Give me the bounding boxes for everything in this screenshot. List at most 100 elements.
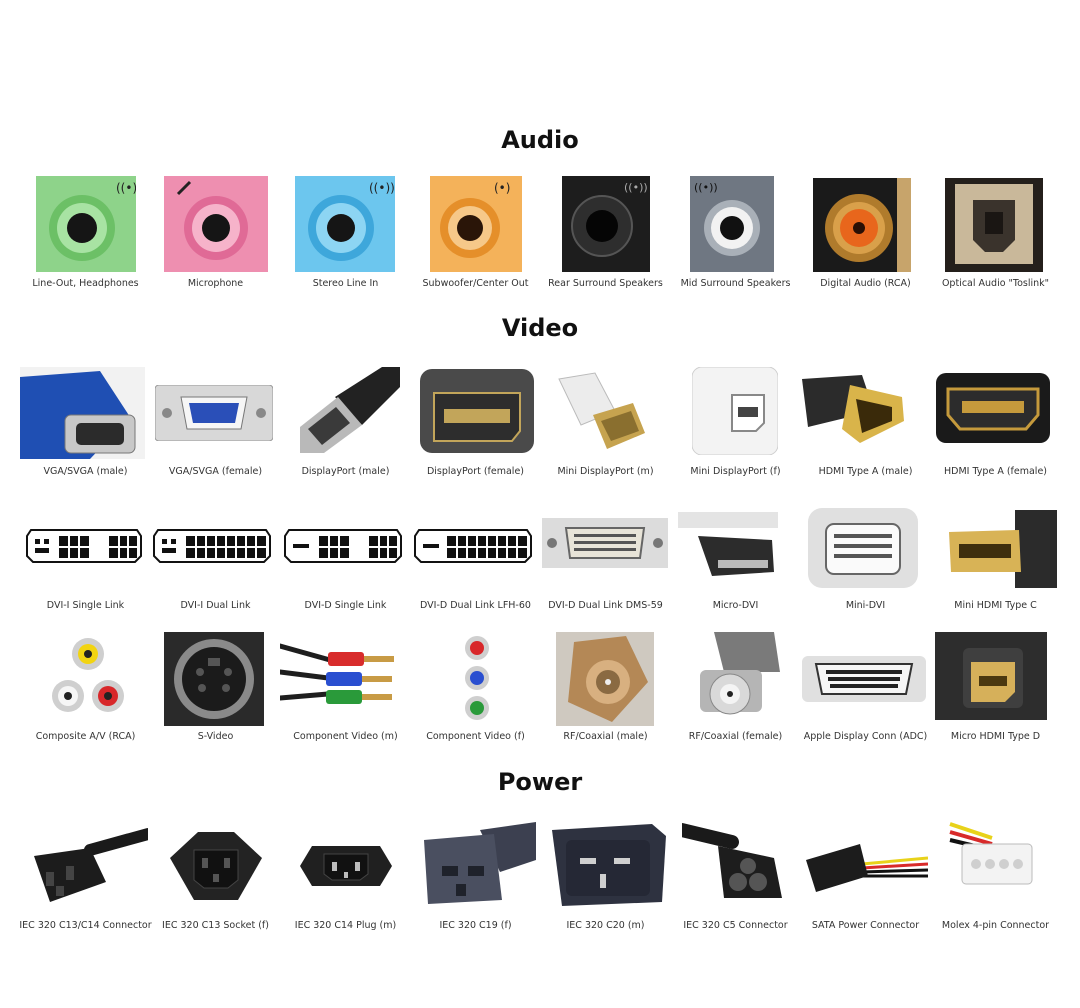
connector-label: Optical Audio "Toslink" <box>941 278 1050 289</box>
connector-label: RF/Coaxial (male) <box>563 731 648 742</box>
connector-label: Mini HDMI Type C <box>954 600 1037 611</box>
connector-tile: HDMI Type A (female) <box>930 365 1061 495</box>
dvi-d-dual-link-lfh60-icon <box>413 528 533 564</box>
video-row-3: Composite A/V (RCA) S-Video Component Vi… <box>0 630 1080 760</box>
section-title-audio: Audio <box>501 126 579 154</box>
hdmi-male-connector-icon <box>802 371 912 445</box>
iec-c14-plug-icon <box>300 842 392 890</box>
connector-label: Stereo Line In <box>312 278 379 289</box>
adc-port-icon <box>802 656 926 702</box>
section-title-video: Video <box>501 314 579 342</box>
connector-label: Rear Surround Speakers <box>548 278 663 289</box>
section-title-power: Power <box>497 768 583 796</box>
toslink-port-icon <box>945 178 1043 272</box>
connector-label: RF/Coaxial (female) <box>688 731 783 742</box>
connector-tile: Micro-DVI <box>670 508 801 638</box>
connector-tile: IEC 320 C19 (f) <box>410 818 541 948</box>
connector-tile: RF/Coaxial (female) <box>670 630 801 760</box>
connector-label: HDMI Type A (male) <box>818 466 913 477</box>
connector-label: Line-Out, Headphones <box>32 278 139 289</box>
connector-tile: DisplayPort (female) <box>410 365 541 495</box>
molex-4pin-connector-icon <box>946 818 1050 898</box>
coaxial-female-jack-icon <box>694 632 784 726</box>
audio-jack-blue-icon: ((•)) <box>295 176 395 272</box>
audio-jack-green-icon: ((•)) <box>36 176 136 272</box>
micro-dvi-connector-icon <box>678 512 784 580</box>
connector-tile: IEC 320 C13 Socket (f) <box>150 818 281 948</box>
connector-tile: DVI-D Dual Link DMS-59 <box>540 508 671 638</box>
connector-label: Apple Display Conn (ADC) <box>803 731 928 742</box>
vga-male-connector-icon <box>20 367 145 459</box>
power-row: IEC 320 C13/C14 Connector IEC 320 C13 So… <box>0 818 1080 948</box>
connector-label: VGA/SVGA (male) <box>43 466 128 477</box>
svg-text:(•): (•) <box>494 181 510 195</box>
iec-c19-connector-icon <box>420 820 536 906</box>
hdmi-female-port-icon <box>936 373 1050 443</box>
connector-label: Mid Surround Speakers <box>680 278 791 289</box>
iec-c5-connector-icon <box>682 822 788 908</box>
connector-tile: Mini HDMI Type C <box>930 508 1061 638</box>
connector-label: Component Video (f) <box>426 731 525 742</box>
sata-power-connector-icon <box>802 838 928 894</box>
connector-tile: Optical Audio "Toslink" <box>930 176 1061 306</box>
audio-jack-pink-icon <box>164 176 268 272</box>
dvi-i-dual-link-icon <box>152 528 272 564</box>
connector-tile: ((•)) Line-Out, Headphones <box>20 176 151 306</box>
audio-row: ((•)) Line-Out, Headphones Microphone ((… <box>0 176 1080 306</box>
connector-label: IEC 320 C14 Plug (m) <box>294 920 397 931</box>
connector-label: DVI-D Single Link <box>304 600 387 611</box>
connector-tile: HDMI Type A (male) <box>800 365 931 495</box>
connector-label: Composite A/V (RCA) <box>35 731 136 742</box>
connector-tile: Apple Display Conn (ADC) <box>800 630 931 760</box>
iec-c13-cable-icon <box>30 826 148 910</box>
connector-label: DVI-I Dual Link <box>180 600 251 611</box>
connector-label: DisplayPort (female) <box>426 466 525 477</box>
connector-tile: Microphone <box>150 176 281 306</box>
connector-tile: DVI-D Dual Link LFH-60 <box>410 508 541 638</box>
connector-label: SATA Power Connector <box>811 920 920 931</box>
dvi-d-single-link-icon <box>283 528 403 564</box>
connector-tile: DVI-D Single Link <box>280 508 411 638</box>
displayport-female-port-icon <box>420 369 534 453</box>
connector-label: IEC 320 C5 Connector <box>683 920 788 931</box>
connector-tile: Component Video (m) <box>280 630 411 760</box>
connector-label: HDMI Type A (female) <box>944 466 1047 477</box>
connector-label: IEC 320 C13 Socket (f) <box>162 920 269 931</box>
audio-jack-gray-icon: ((•)) <box>690 176 774 272</box>
connector-label: Micro-DVI <box>712 600 759 611</box>
svg-text:((•)): ((•)) <box>694 181 718 194</box>
rca-orange-jack-icon <box>813 178 911 272</box>
video-row-2: DVI-I Single Link DVI-I Dual Link DVI-D … <box>0 508 1080 638</box>
dvi-i-single-link-icon <box>25 528 143 564</box>
connector-tile: ((•)) Mid Surround Speakers <box>670 176 801 306</box>
mini-displayport-female-icon <box>692 367 778 455</box>
coaxial-male-connector-icon <box>556 632 654 726</box>
connector-label: Digital Audio (RCA) <box>820 278 911 289</box>
connector-tile: Composite A/V (RCA) <box>20 630 151 760</box>
connector-tile: Molex 4-pin Connector <box>930 818 1061 948</box>
connector-label: DVI-I Single Link <box>46 600 125 611</box>
connector-label: DVI-D Dual Link DMS-59 <box>548 600 663 611</box>
connector-tile: DisplayPort (male) <box>280 365 411 495</box>
connector-label: S-Video <box>197 731 234 742</box>
displayport-male-connector-icon <box>300 367 400 453</box>
mini-displayport-male-icon <box>555 369 651 451</box>
connector-label: Molex 4-pin Connector <box>941 920 1050 931</box>
composite-rca-jacks-icon <box>48 632 128 720</box>
audio-jack-black-icon: ((•)) <box>562 176 650 272</box>
connector-label: Mini DisplayPort (f) <box>690 466 781 477</box>
iec-c13-socket-icon <box>168 828 264 904</box>
connector-tile: IEC 320 C13/C14 Connector <box>19 818 152 948</box>
svg-text:((•)): ((•)) <box>369 181 395 195</box>
connector-tile: S-Video <box>150 630 281 760</box>
connector-label: DVI-D Dual Link LFH-60 <box>420 600 531 611</box>
connector-tile: VGA/SVGA (female) <box>150 365 281 495</box>
connector-tile: ((•)) Rear Surround Speakers <box>540 176 671 306</box>
connector-tile: DVI-I Dual Link <box>150 508 281 638</box>
connector-tile: VGA/SVGA (male) <box>20 365 151 495</box>
connector-tile: (•) Subwoofer/Center Out <box>410 176 541 306</box>
connector-label: Microphone <box>187 278 244 289</box>
connector-tile: IEC 320 C14 Plug (m) <box>280 818 411 948</box>
audio-jack-orange-icon: (•) <box>430 176 522 272</box>
connector-tile: IEC 320 C20 (m) <box>540 818 671 948</box>
